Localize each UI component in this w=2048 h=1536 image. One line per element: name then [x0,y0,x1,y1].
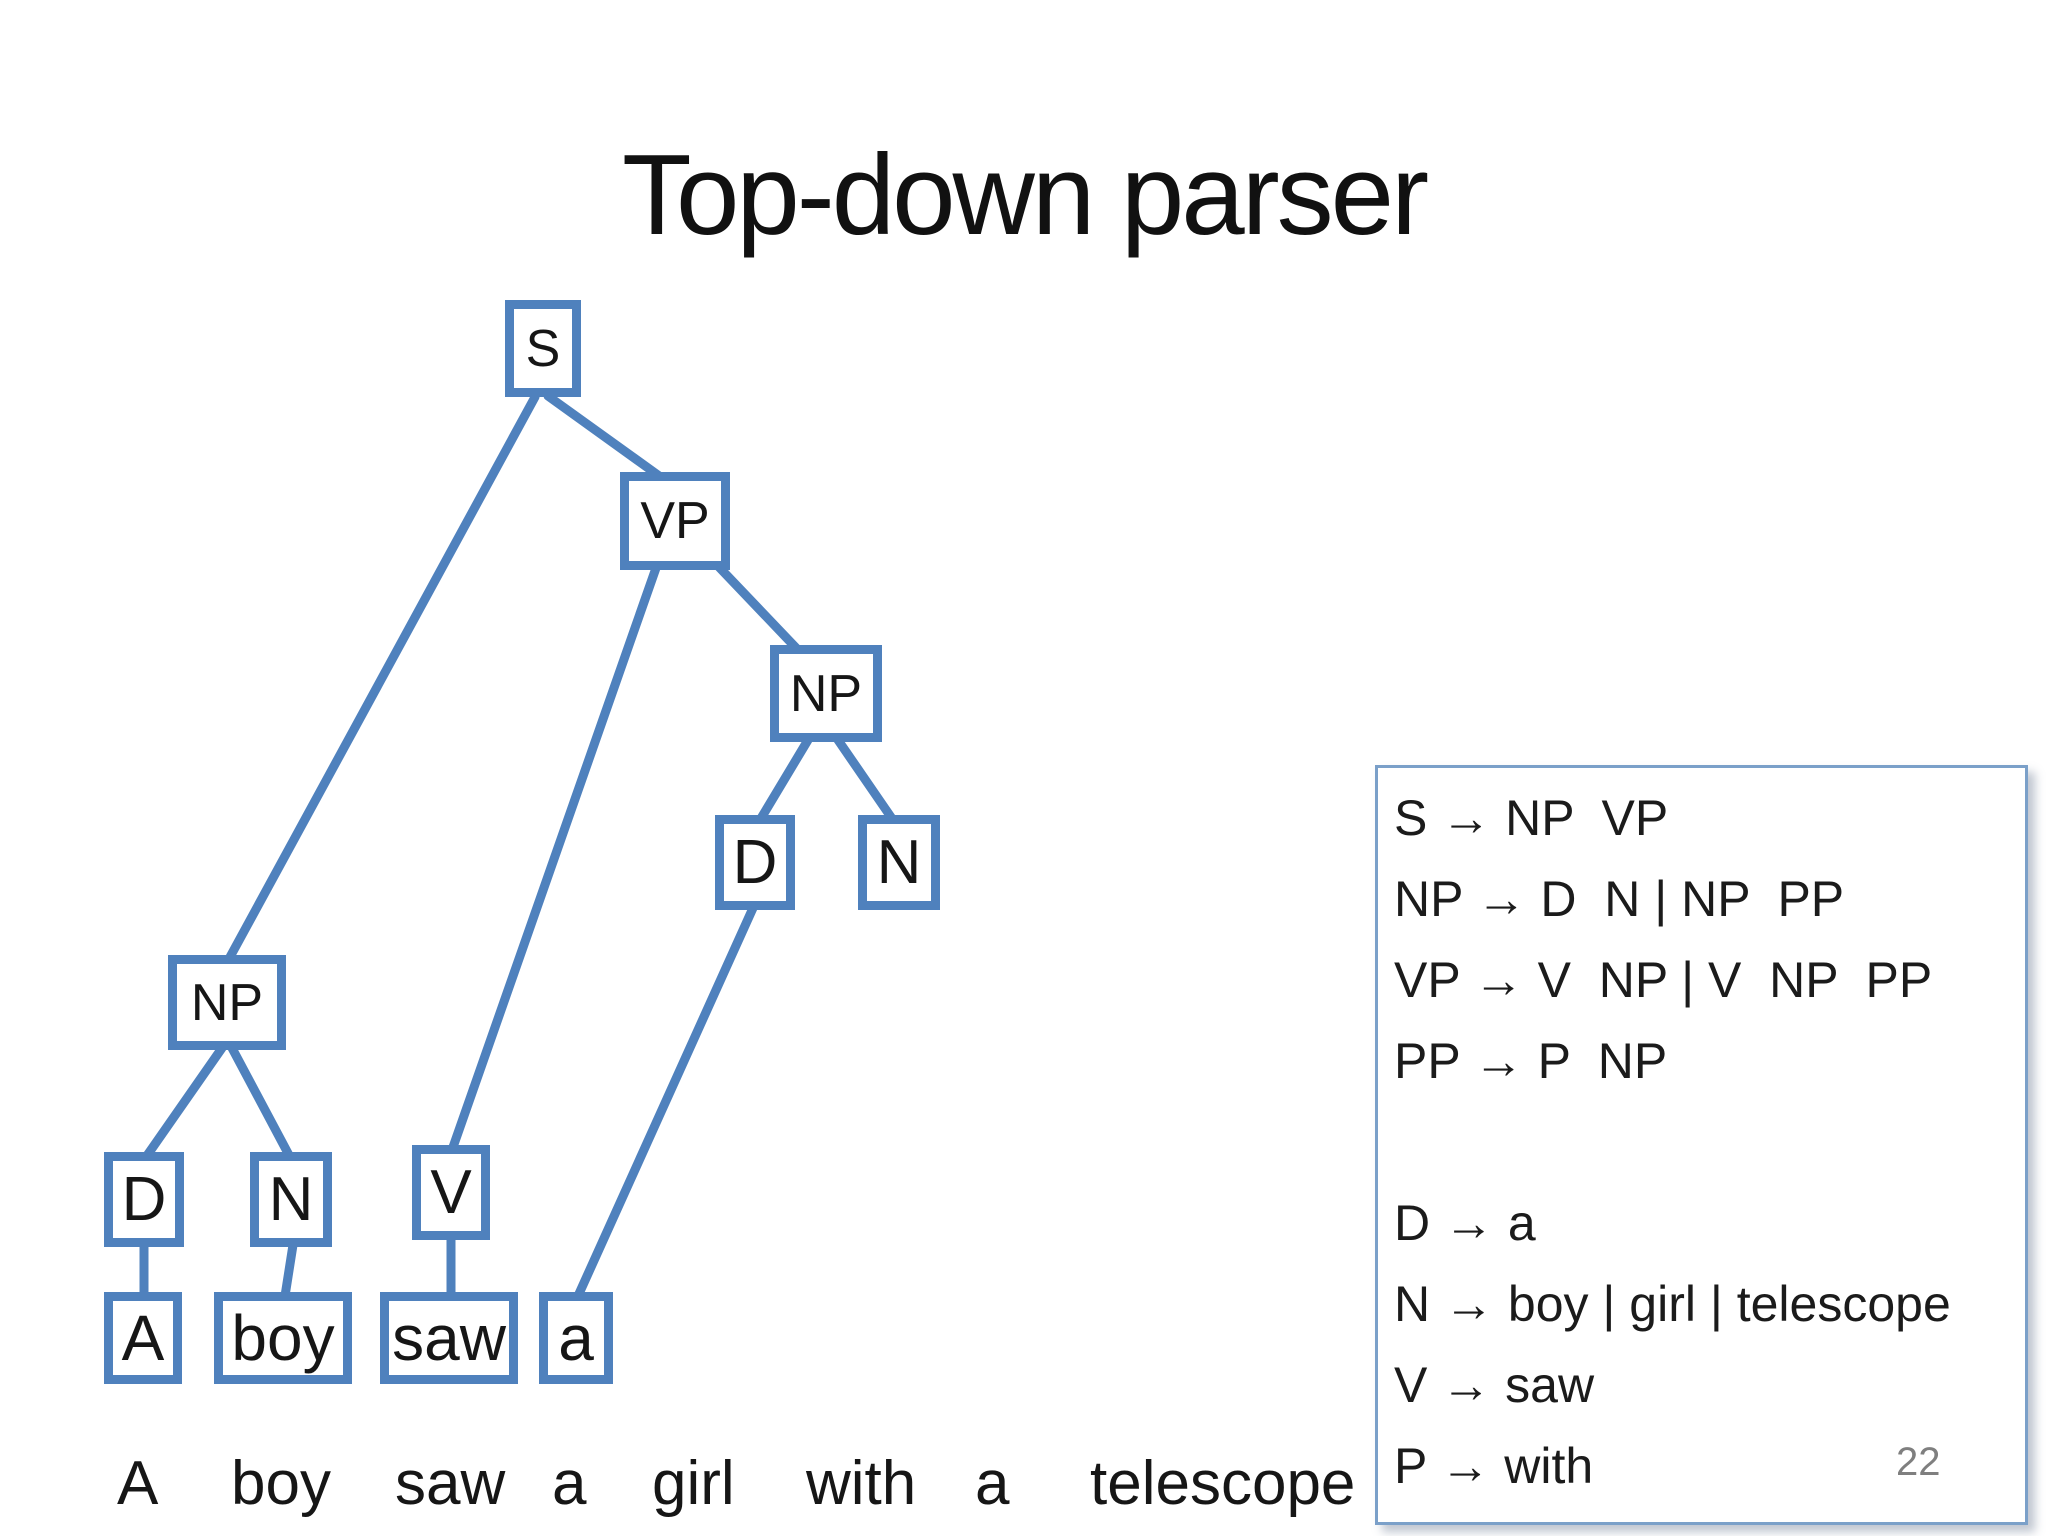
tree-node-np-upper: NP [770,645,882,742]
grammar-rule-line: P → with [1394,1438,1594,1494]
tree-edge-s-np-lower [225,392,540,962]
grammar-rule-line [1394,1102,2025,1183]
tree-leaf-box-saw: saw [380,1292,518,1384]
grammar-rule-line: V → saw [1394,1357,1595,1413]
tree-leaf-a-label: a [558,1302,594,1374]
tree-node-v: V [412,1145,490,1240]
tree-edge-d-upper-a [573,903,758,1301]
grammar-rule-line: S → NP VP [1394,790,1669,846]
grammar-rule-line: N → boy | girl | telescope [1394,1276,1951,1332]
sentence-word: saw [395,1449,506,1518]
tree-leaf-box-a-cap: A [104,1292,182,1384]
sentence-word: with [806,1449,917,1518]
grammar-rules-box: S → NP VP NP → D N | NP PP VP → V NP | V… [1375,765,2028,1525]
tree-leaf-saw-label: saw [392,1302,506,1374]
tree-edge-vp-np-upper [713,561,805,657]
tree-edge-np-d-upper [755,735,813,825]
tree-leaf-a-cap-label: A [121,1302,165,1374]
tree-edge-vp-v [447,563,661,1155]
sentence-word: a [552,1449,587,1518]
tree-node-n-lower: N [250,1152,332,1247]
tree-edge-np-n-lower [227,1043,295,1162]
tree-node-n-upper: N [858,815,940,910]
tree-leaf-box-a: a [539,1292,613,1384]
sentence-word: A [117,1449,159,1518]
tree-node-np-lower-label: NP [190,973,264,1032]
sentence-word: boy [231,1449,331,1518]
grammar-rule-line: PP → P NP [1394,1033,1668,1089]
tree-node-s: S [505,300,581,397]
tree-node-vp-label: VP [640,492,710,550]
tree-node-vp: VP [620,472,730,570]
tree-node-n-lower-label: N [268,1165,314,1234]
sentence-word: a [975,1449,1010,1518]
sentence-word: telescope [1090,1449,1356,1518]
tree-node-np-lower: NP [168,955,286,1050]
page-number: 22 [1896,1440,1941,1484]
grammar-rule-line: D → a [1394,1195,1536,1251]
tree-node-d-upper: D [715,815,795,910]
tree-edge-np-d-lower [141,1043,227,1162]
tree-node-v-label: V [430,1158,472,1227]
tree-leaf-boy-label: boy [231,1302,335,1374]
tree-node-d-lower-label: D [121,1165,167,1234]
tree-node-d-upper-label: D [732,828,778,897]
tree-node-np-upper-label: NP [789,664,863,723]
tree-node-s-label: S [525,319,561,378]
tree-leaf-box-boy: boy [214,1292,352,1384]
page-title: Top-down parser [621,132,1429,259]
tree-edge-n-boy [280,1240,298,1301]
tree-edge-s-vp [543,391,667,483]
tree-edge-np-n-upper [833,735,898,825]
sentence-word: girl [652,1449,735,1518]
grammar-rule-line: VP → V NP | V NP PP [1394,952,1933,1008]
tree-node-n-upper-label: N [876,828,922,897]
tree-node-d-lower: D [104,1152,184,1247]
grammar-rule-line: NP → D N | NP PP [1394,871,1845,927]
